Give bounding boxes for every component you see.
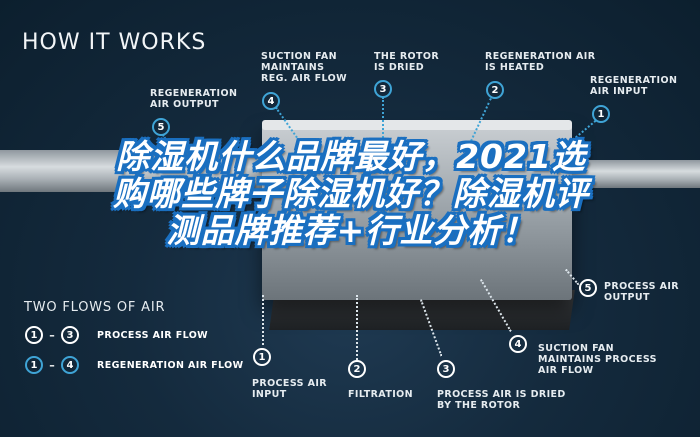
- legend-dash: –: [49, 328, 55, 342]
- legend-label: REGENERATION AIR FLOW: [97, 359, 244, 371]
- marker-reg-1: 1: [592, 105, 610, 123]
- marker-proc-1: 1: [253, 348, 271, 366]
- marker-proc-2: 2: [348, 360, 366, 378]
- label-reg-suction-fan: SUCTION FAN MAINTAINS REG. AIR FLOW: [261, 51, 347, 84]
- marker-proc-4: 4: [509, 335, 527, 353]
- marker-reg-3: 3: [374, 80, 392, 98]
- label-proc-output: PROCESS AIR OUTPUT: [604, 281, 679, 303]
- legend-row-process: 1 – 3 PROCESS AIR FLOW: [25, 326, 208, 344]
- leader-line-reg-3: [382, 97, 384, 157]
- marker-reg-2: 2: [486, 81, 504, 99]
- label-proc-input: PROCESS AIR INPUT: [252, 378, 327, 400]
- legend-dash: –: [49, 358, 55, 372]
- leader-line-proc-1: [262, 295, 264, 345]
- label-reg-heated: REGENERATION AIR IS HEATED: [485, 51, 596, 73]
- label-reg-input: REGENERATION AIR INPUT: [590, 75, 678, 97]
- right-air-duct: [560, 160, 700, 188]
- marker-reg-4: 4: [262, 92, 280, 110]
- legend-row-regeneration: 1 – 4 REGENERATION AIR FLOW: [25, 356, 243, 374]
- headline-overlay: 除湿机什么品牌最好，2021选购哪些牌子除湿机好？除湿机评测品牌推荐+行业分析！: [113, 137, 589, 250]
- leader-line-proc-2: [356, 295, 358, 360]
- left-air-duct: [0, 150, 280, 192]
- legend-marker-to: 4: [61, 356, 79, 374]
- legend-marker-from: 1: [25, 326, 43, 344]
- label-proc-suction-fan: SUCTION FAN MAINTAINS PROCESS AIR FLOW: [538, 343, 657, 376]
- label-proc-filtration: FILTRATION: [348, 389, 413, 400]
- legend-label: PROCESS AIR FLOW: [97, 329, 209, 341]
- legend-marker-to: 3: [61, 326, 79, 344]
- page-title: HOW IT WORKS: [22, 30, 207, 55]
- marker-reg-5: 5: [152, 118, 170, 136]
- marker-proc-3: 3: [437, 360, 455, 378]
- label-reg-output: REGENERATION AIR OUTPUT: [150, 88, 238, 110]
- marker-proc-5: 5: [579, 279, 597, 297]
- legend-marker-from: 1: [25, 356, 43, 374]
- machine-top-panel: [262, 120, 572, 130]
- label-proc-dried-by-rotor: PROCESS AIR IS DRIED BY THE ROTOR: [437, 389, 566, 411]
- dehumidifier-unit: [262, 125, 572, 300]
- label-reg-rotor-dried: THE ROTOR IS DRIED: [374, 51, 440, 73]
- legend-title: TWO FLOWS OF AIR: [24, 300, 166, 315]
